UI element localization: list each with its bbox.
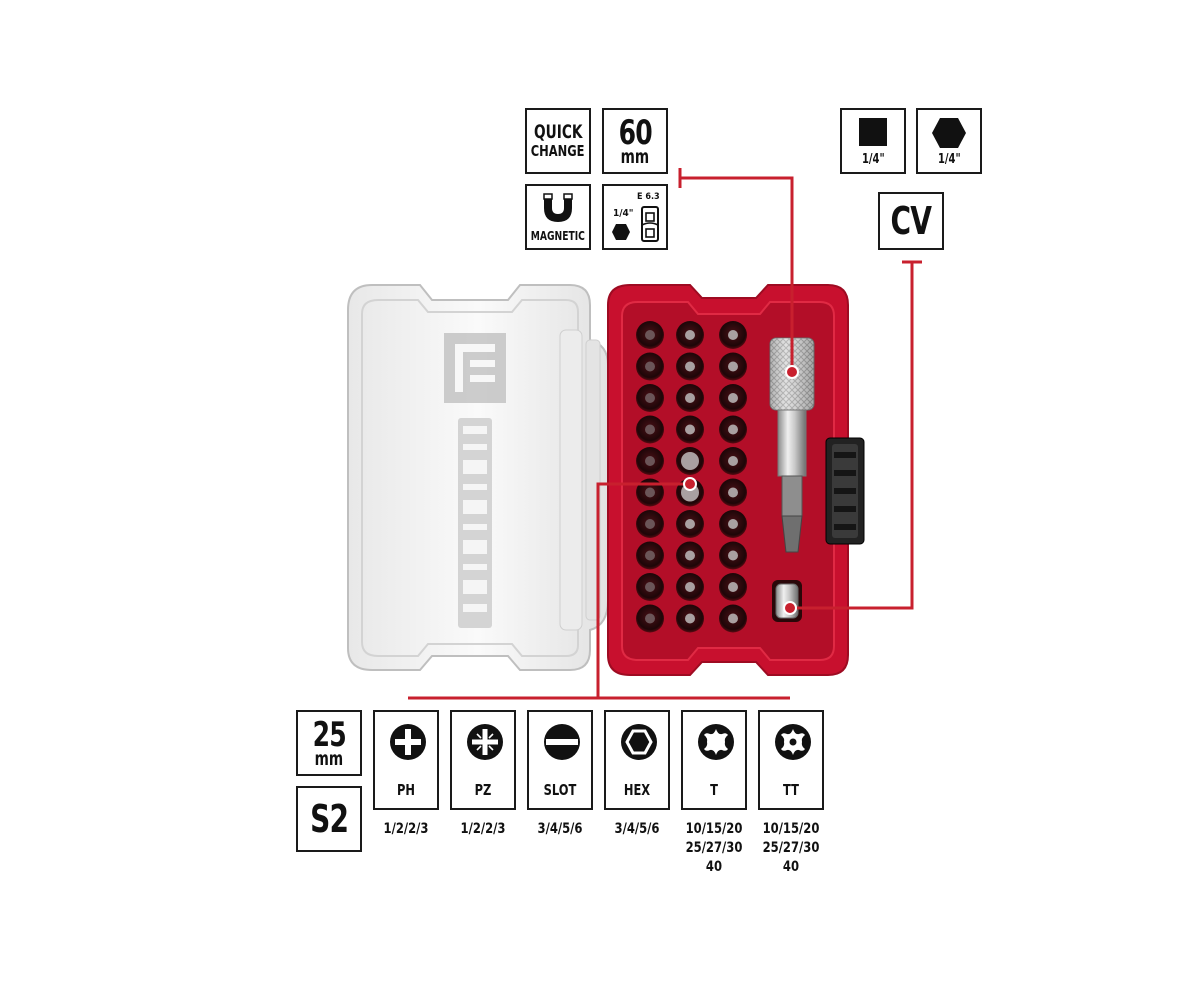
bit-grid — [636, 321, 747, 633]
bit-sizes-t-line3: 40 — [705, 859, 723, 875]
bit-tip — [685, 330, 695, 340]
square-drive-icon — [859, 117, 887, 146]
hex-icon — [621, 724, 657, 760]
bit-tip — [728, 330, 738, 340]
bit-type-pz-label: PZ — [474, 781, 492, 799]
bit-tip — [728, 361, 738, 372]
bit-tip — [728, 613, 738, 624]
bit-type-t-label: T — [710, 781, 718, 799]
square-drive-label: 1/4" — [861, 151, 885, 167]
bit-sizes-t-line2: 25/27/30 — [685, 840, 743, 856]
bit-type-hex: HEX — [604, 710, 670, 810]
magnetic-badge: MAGNETIC — [525, 184, 591, 250]
bit-tip — [685, 424, 695, 435]
hex-drive-label: 1/4" — [937, 151, 961, 167]
bit-tip — [645, 424, 655, 435]
bit-tip — [685, 361, 695, 372]
torx-icon — [698, 724, 734, 760]
bit-sizes-slot: 3/4/5/6 — [519, 820, 602, 839]
square-drive-badge: 1/4" — [840, 108, 906, 174]
bit-tip — [728, 519, 738, 529]
bit-tip — [685, 550, 695, 561]
hex-drive-badge: 1/4" — [916, 108, 982, 174]
hex-shank-icon — [612, 224, 630, 240]
bit-sizes-hex: 3/4/5/6 — [596, 820, 679, 839]
bit-type-hex-label: HEX — [623, 781, 651, 799]
bit-tip — [685, 519, 695, 529]
length-60-value: 60 — [618, 112, 652, 153]
bit-tip — [645, 393, 655, 403]
bit-sizes-tt: 10/15/20 25/27/30 40 — [750, 820, 833, 877]
torx-tamper-icon — [775, 724, 811, 760]
bit-type-pz: PZ — [450, 710, 516, 810]
bit-type-slot-label: SLOT — [543, 781, 577, 799]
bit-sizes-tt-line3: 40 — [782, 859, 800, 875]
s2-badge: S2 — [296, 786, 362, 852]
hex-drive-icon — [932, 117, 966, 148]
shank-profile-icon — [641, 206, 659, 242]
cv-badge: CV — [878, 192, 944, 250]
bit-tip — [645, 550, 655, 561]
bit-type-ph: PH — [373, 710, 439, 810]
bit-tip — [645, 361, 655, 372]
bit-tip — [645, 487, 655, 498]
length-25-badge: 25 mm — [296, 710, 362, 776]
bit-tip — [728, 487, 738, 498]
callout-dot-holder — [785, 365, 799, 379]
adapter-bit — [772, 580, 802, 622]
s2-label: S2 — [309, 797, 349, 841]
bit-sizes-t-line1: 10/15/20 — [685, 821, 743, 837]
length-60-unit: mm — [620, 145, 650, 168]
bit-tip — [645, 613, 655, 624]
bit-sizes-t: 10/15/20 25/27/30 40 — [673, 820, 756, 877]
bit-tip — [728, 582, 738, 592]
slot-icon — [544, 724, 580, 760]
shank-spec: E 6.3 — [637, 192, 660, 202]
callout-dot-adapter — [783, 601, 797, 615]
bit-sizes-pz: 1/2/2/3 — [442, 820, 525, 839]
bit-type-tt: TT — [758, 710, 824, 810]
bit-sizes-hex-line1: 3/4/5/6 — [614, 821, 660, 837]
callout-dot-bits — [683, 477, 697, 491]
pozidriv-icon — [467, 724, 503, 760]
length-60-badge: 60 mm — [602, 108, 668, 174]
callout-lines — [408, 168, 922, 700]
phillips-icon — [390, 724, 426, 760]
length-25-value: 25 — [312, 714, 346, 755]
brand-logo — [444, 333, 506, 628]
quick-change-holder — [769, 337, 815, 553]
bit-sizes-tt-line2: 25/27/30 — [762, 840, 820, 856]
bit-type-tt-label: TT — [783, 781, 799, 799]
quick-change-line1: QUICK — [533, 121, 583, 143]
bit-tip — [685, 393, 695, 403]
quick-change-badge: QUICK CHANGE — [525, 108, 591, 174]
bit-tip — [728, 424, 738, 435]
bit-tip — [645, 330, 655, 340]
bit-type-slot: SLOT — [527, 710, 593, 810]
bit-sizes-pz-line1: 1/2/2/3 — [460, 821, 506, 837]
bit-type-t: T — [681, 710, 747, 810]
magnet-icon — [543, 193, 573, 222]
quick-change-line2: CHANGE — [531, 142, 585, 160]
bit-tip — [681, 452, 699, 470]
shank-badge: E 6.3 1/4" — [602, 184, 668, 250]
length-25-unit: mm — [314, 747, 344, 770]
bit-sizes-slot-line1: 3/4/5/6 — [537, 821, 583, 837]
magnetic-label: MAGNETIC — [530, 229, 586, 243]
bit-sizes-ph: 1/2/2/3 — [365, 820, 448, 839]
bit-sizes-tt-line1: 10/15/20 — [762, 821, 820, 837]
bit-tip — [645, 582, 655, 592]
bit-tip — [685, 582, 695, 592]
bit-tip — [728, 393, 738, 403]
bit-type-ph-label: PH — [396, 781, 416, 799]
cv-label: CV — [890, 199, 932, 243]
bit-tip — [685, 613, 695, 624]
bit-tip — [645, 519, 655, 529]
bit-tip — [728, 550, 738, 561]
bit-tip — [728, 456, 738, 466]
bit-tip — [645, 456, 655, 466]
shank-label: 1/4" — [613, 208, 634, 219]
bit-sizes-ph-line1: 1/2/2/3 — [383, 821, 429, 837]
